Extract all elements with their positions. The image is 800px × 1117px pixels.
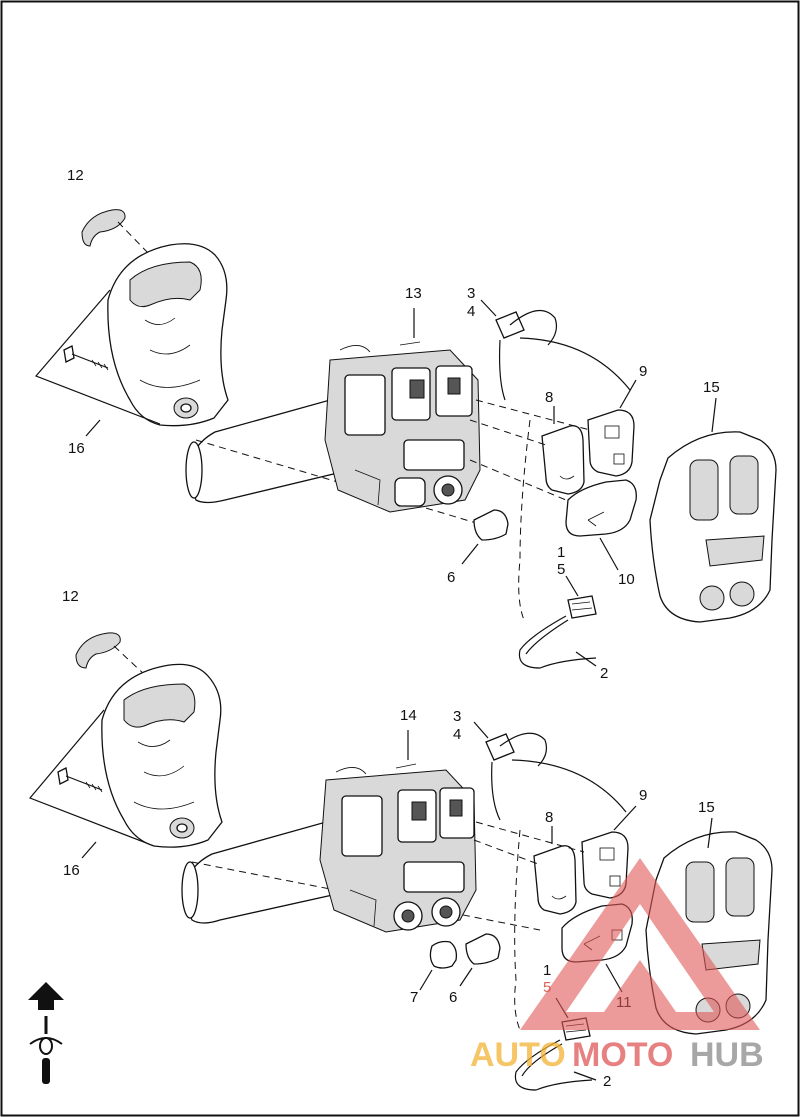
lower-assembly	[29, 632, 773, 1091]
callout-3: 3	[467, 285, 475, 302]
callout-10: 10	[618, 571, 635, 588]
callout-6: 6	[449, 989, 457, 1006]
watermark-hub: HUB	[690, 1036, 764, 1074]
watermark-triangle-icon	[520, 858, 760, 1030]
callout-16: 16	[68, 440, 85, 457]
callout-2: 2	[600, 665, 608, 682]
callout-4: 4	[467, 303, 475, 320]
watermark-moto: MOTO	[572, 1036, 673, 1074]
callout-4: 4	[453, 726, 461, 743]
watermark-auto: AUTO	[470, 1036, 566, 1074]
callout-14: 14	[400, 707, 417, 724]
callout-15: 15	[703, 379, 720, 396]
callout-1: 1	[543, 962, 551, 979]
callouts-upper: 12 16 13 3 4 9 8 15 1 5 10 6 2	[67, 167, 720, 682]
callout-12: 12	[62, 588, 79, 605]
callout-5: 5	[557, 561, 565, 578]
callout-13: 13	[405, 285, 422, 302]
callout-8: 8	[545, 809, 553, 826]
callout-8: 8	[545, 389, 553, 406]
watermark-logo: AUTO MOTO HUB	[470, 858, 764, 1074]
callout-9: 9	[639, 363, 647, 380]
upper-assembly	[34, 209, 777, 669]
callout-12: 12	[67, 167, 84, 184]
front-arrow-motorcycle-icon	[28, 982, 64, 1084]
callout-15: 15	[698, 799, 715, 816]
callout-9: 9	[639, 787, 647, 804]
callout-2: 2	[603, 1073, 611, 1090]
callout-1: 1	[557, 544, 565, 561]
callout-5: 5	[543, 979, 551, 996]
callout-3: 3	[453, 708, 461, 725]
callout-16: 16	[63, 862, 80, 879]
callout-7: 7	[410, 989, 418, 1006]
callout-6: 6	[447, 569, 455, 586]
